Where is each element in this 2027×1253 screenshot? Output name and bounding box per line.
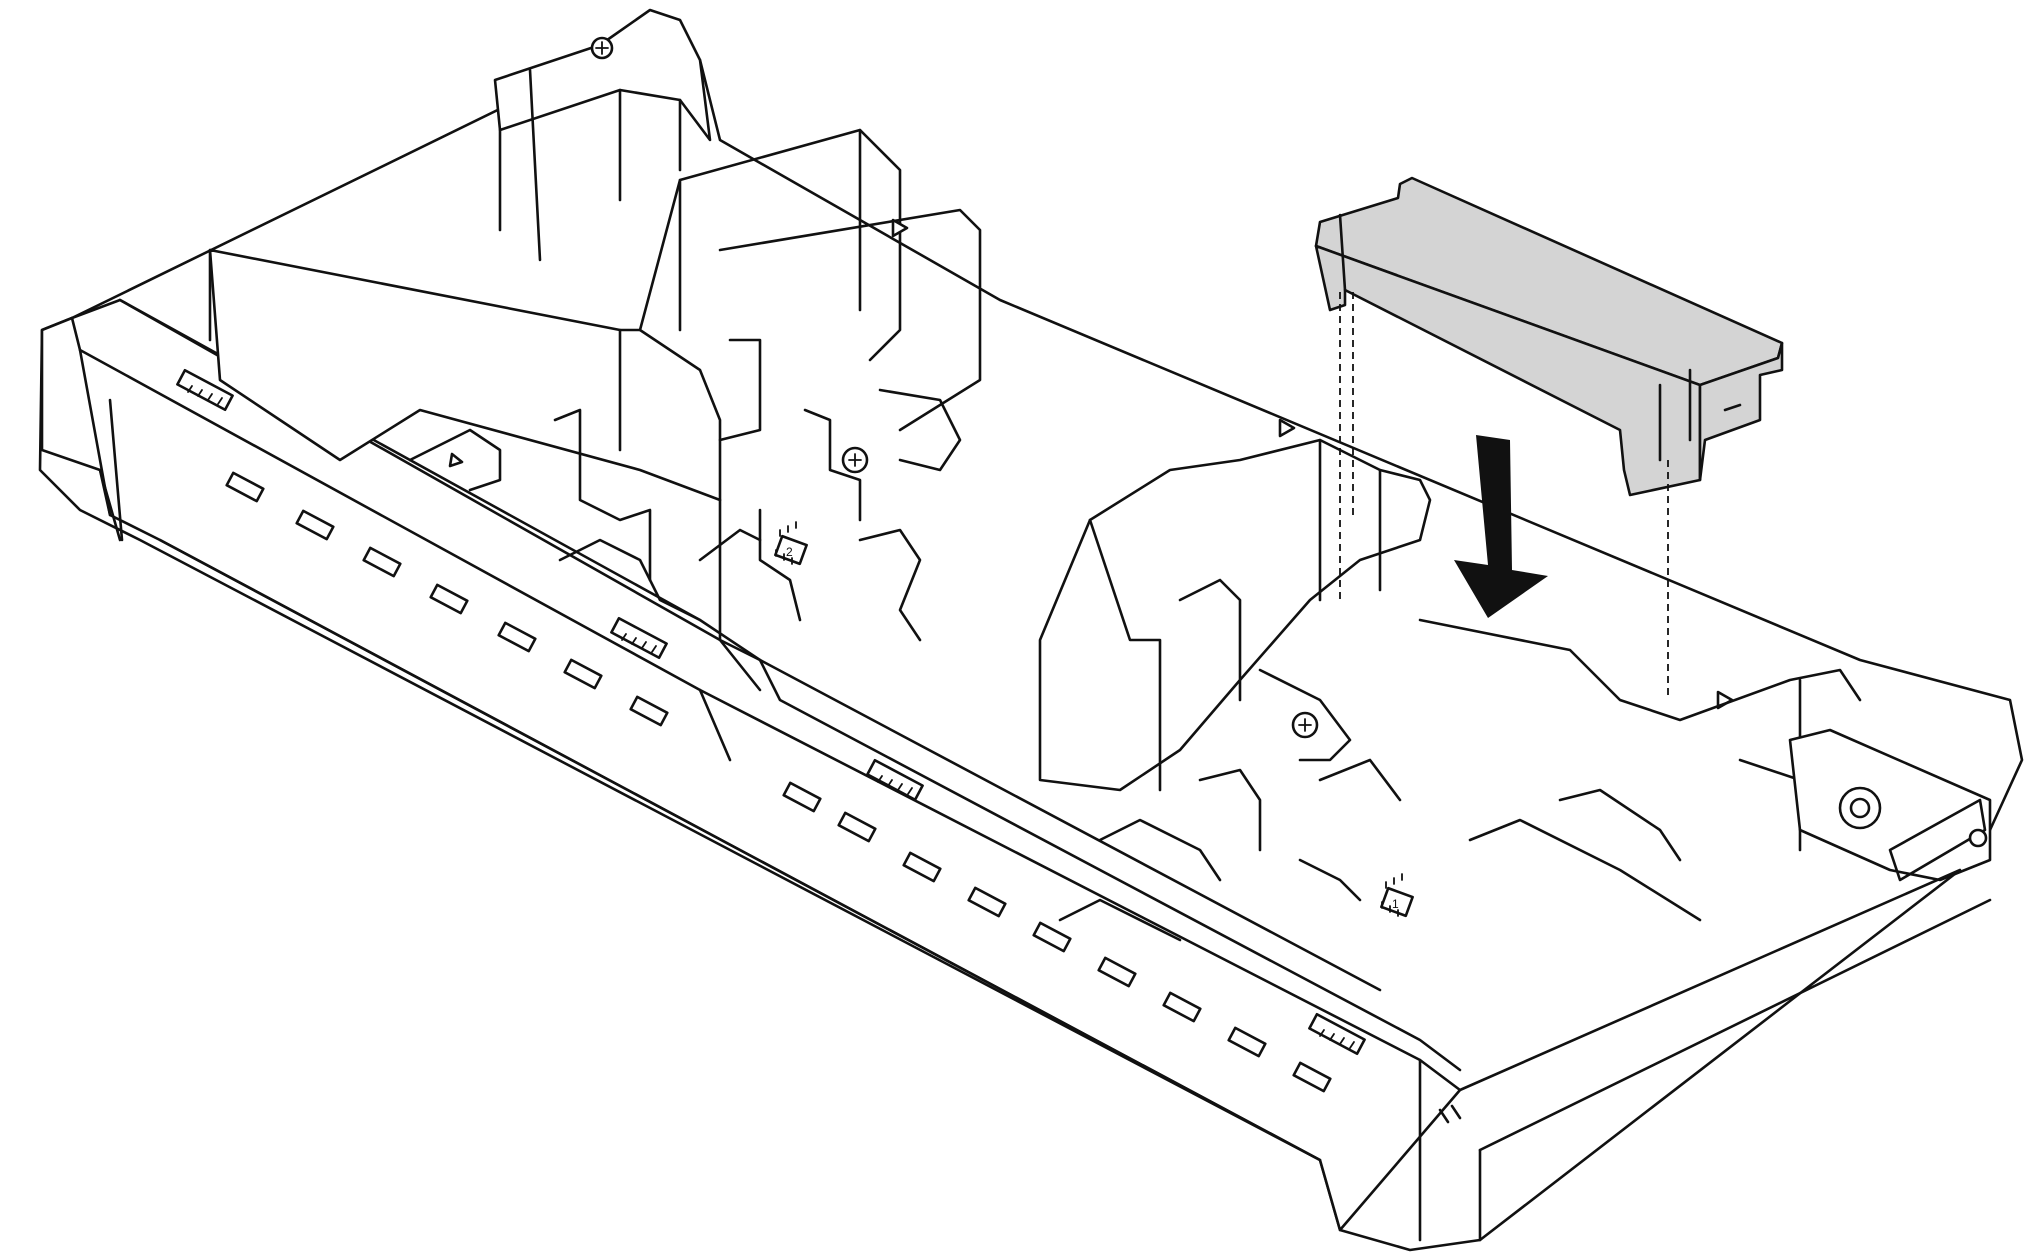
processor-chip-icon: 2 bbox=[774, 521, 808, 566]
processor-chip-icon: 1 bbox=[1380, 873, 1414, 918]
vent-slots bbox=[225, 471, 1332, 1093]
filler-end-face bbox=[1698, 341, 1784, 482]
air-baffle: 2 1 bbox=[38, 8, 2024, 1252]
arrow-down-icon bbox=[1454, 435, 1548, 618]
center-duct-block bbox=[1038, 438, 1432, 792]
air-baffle-base-tray bbox=[38, 40, 2024, 1252]
back-wall bbox=[493, 8, 712, 142]
processor-1-duct bbox=[208, 248, 722, 502]
alignment-guides bbox=[1339, 292, 1669, 700]
processor-mark-2: 2 bbox=[786, 545, 793, 559]
end-latch bbox=[1788, 728, 1992, 882]
air-baffle-filler bbox=[1314, 176, 1784, 497]
processor-mark-1: 1 bbox=[1392, 897, 1399, 911]
dimm-connector-icon bbox=[176, 368, 1366, 1056]
